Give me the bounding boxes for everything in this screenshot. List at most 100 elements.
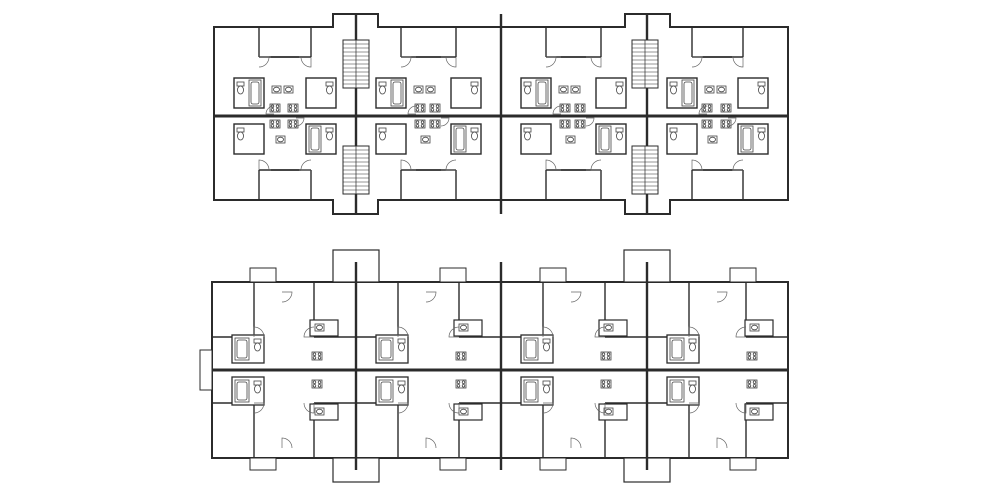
sink-basin — [277, 136, 284, 143]
sink-basin — [567, 136, 574, 143]
door-swing — [688, 326, 700, 338]
kitchen-range — [455, 379, 467, 389]
door-swing — [303, 326, 315, 338]
range-burner — [707, 104, 712, 108]
range-burner — [747, 384, 752, 388]
sink-basin — [285, 86, 292, 93]
range-burner — [565, 108, 570, 112]
stair — [342, 39, 370, 89]
bathtub-basin — [455, 127, 465, 151]
bathtub-basin — [250, 81, 260, 105]
toilet-bowl — [670, 85, 677, 95]
range-burner — [560, 124, 565, 128]
door-swing — [732, 56, 744, 68]
range-outline — [559, 119, 571, 129]
kitchen-range — [574, 119, 586, 129]
toilet-tank — [470, 81, 479, 87]
range-burner — [606, 352, 611, 356]
toilet-tank — [378, 127, 387, 133]
toilet — [615, 81, 624, 95]
range-burner — [707, 120, 712, 124]
unit-module — [212, 282, 356, 458]
range-outline — [600, 351, 612, 361]
range-burner — [270, 108, 275, 112]
range-burner — [601, 380, 606, 384]
toilet — [397, 380, 406, 394]
range-outline — [455, 351, 467, 361]
range-burner — [575, 124, 580, 128]
porch — [249, 267, 277, 283]
kitchen-range — [701, 103, 713, 113]
range-outline — [269, 119, 281, 129]
sink — [749, 323, 760, 332]
toilet-tank — [253, 338, 262, 344]
range-burner — [275, 104, 280, 108]
range-outline — [429, 119, 441, 129]
toilet — [378, 127, 387, 141]
door-swing — [253, 326, 265, 338]
porch — [539, 267, 567, 283]
toilet-bowl — [398, 342, 405, 352]
toilet-bowl — [471, 85, 478, 95]
kitchen-range — [559, 119, 571, 129]
door-swing — [425, 291, 437, 303]
bathtub-basin — [683, 81, 693, 105]
bathtub-basin — [742, 127, 752, 151]
range-outline — [455, 379, 467, 389]
upper-floor-plan — [213, 13, 789, 215]
range-burner — [721, 108, 726, 112]
range-outline — [559, 103, 571, 113]
bathtub — [248, 79, 262, 107]
kitchen-range — [559, 103, 571, 113]
door-swing — [594, 326, 606, 338]
range-burner — [461, 384, 466, 388]
range-burner — [580, 124, 585, 128]
porch — [249, 457, 277, 471]
range-outline — [701, 119, 713, 129]
door-swing — [300, 56, 312, 68]
toilet-bowl — [254, 342, 261, 352]
door-swing — [735, 326, 747, 338]
door-swing — [397, 326, 409, 338]
range-burner — [312, 380, 317, 384]
toilet-tank — [542, 338, 551, 344]
bathtub-basin — [236, 381, 248, 401]
door-swing — [445, 159, 457, 171]
toilet-tank — [325, 81, 334, 87]
range-burner — [456, 380, 461, 384]
door-swing — [258, 159, 270, 171]
toilet — [615, 127, 624, 141]
kitchen-range — [269, 103, 281, 113]
range-burner — [415, 108, 420, 112]
range-burner — [461, 352, 466, 356]
sink — [314, 323, 325, 332]
range-burner — [565, 124, 570, 128]
toilet-tank — [669, 127, 678, 133]
sink — [565, 135, 576, 144]
kitchen-range — [720, 103, 732, 113]
door-swing — [735, 402, 747, 414]
bathtub — [740, 125, 754, 153]
kitchen-range — [311, 379, 323, 389]
range-burner — [606, 356, 611, 360]
kitchen-range — [414, 119, 426, 129]
door-swing — [570, 437, 582, 449]
range-burner — [721, 124, 726, 128]
kitchen-range — [746, 379, 758, 389]
sink — [603, 323, 614, 332]
stair — [631, 39, 659, 89]
door-swing — [691, 56, 703, 68]
toilet — [236, 81, 245, 95]
range-burner — [560, 120, 565, 124]
range-burner — [415, 120, 420, 124]
range-burner — [317, 352, 322, 356]
toilet — [542, 338, 551, 352]
range-outline — [311, 379, 323, 389]
sink-basin — [751, 324, 758, 331]
toilet-tank — [669, 81, 678, 87]
toilet — [378, 81, 387, 95]
toilet — [757, 127, 766, 141]
sink-basin — [751, 408, 758, 415]
